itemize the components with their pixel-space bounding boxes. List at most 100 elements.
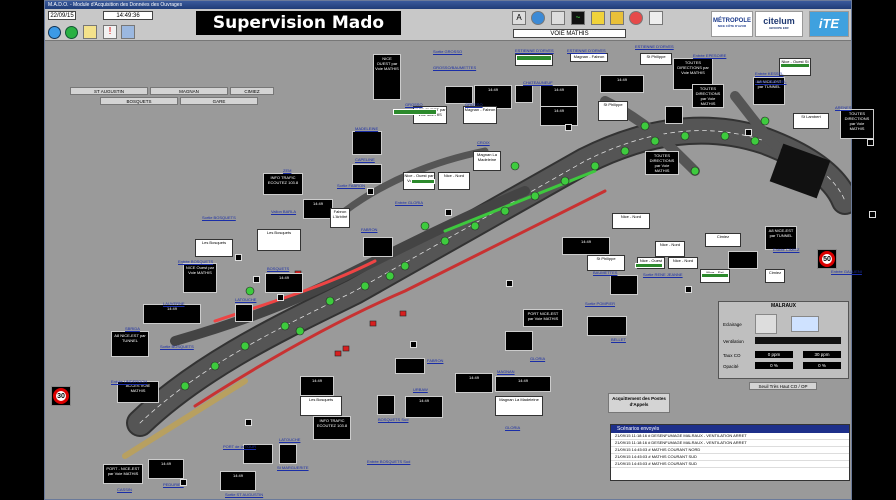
camera-icon[interactable] <box>445 209 452 216</box>
pmv-bosquets-sud[interactable] <box>377 395 395 415</box>
pmv-toutes-directions-3[interactable]: TOUTES DIRECTIONS par Voie MATHIS <box>692 84 724 108</box>
label-vallon-barla[interactable]: Vallon BARLA <box>271 209 297 214</box>
label-st-augustin[interactable]: Sortie ST AUGUSTIN <box>225 492 264 497</box>
label-gloria-2[interactable]: GLORIA <box>530 356 546 361</box>
refresh-icon[interactable] <box>48 26 61 39</box>
label-chateauneuf[interactable]: CHATEAUNEUF <box>523 80 553 85</box>
pmv-st-augustin[interactable]: 14:49 <box>220 471 256 491</box>
label-entree-gallieni[interactable]: Entrée GALLIENI <box>831 269 862 274</box>
pmv-pompier[interactable] <box>610 275 638 295</box>
nav-gare-button[interactable]: GARE <box>180 97 258 105</box>
label-estienne-1[interactable]: ESTIENNE D'ORVES <box>515 48 554 53</box>
label-entree-espeoire[interactable]: Entrée EPESOIRE <box>693 53 727 58</box>
label-sortie-bosquets-2[interactable]: Sortie BOSQUETS <box>160 344 194 349</box>
label-bosquets-sud[interactable]: BOSQUETS Sud <box>378 417 409 422</box>
label-grosso-2[interactable]: GROSSO <box>465 102 483 107</box>
label-bellet[interactable]: BELLET <box>611 337 626 342</box>
info-icon[interactable] <box>551 11 565 25</box>
acquittement-button[interactable]: Acquittement des Postes d'Appels <box>608 393 670 413</box>
up-arrow-icon[interactable] <box>65 26 78 39</box>
label-sortie-bosquets[interactable]: Sortie BOSQUETS <box>202 215 236 220</box>
sign-magnan-fabron[interactable]: Magnan - Fabron <box>570 53 608 62</box>
pmv-info-trafic-2[interactable]: INFO TRAFIC ECOUTEZ 103.8 <box>313 416 351 440</box>
pmv-magnan-low[interactable]: 14:49 <box>495 376 551 392</box>
sign-magnan-madeleine-2[interactable]: Magnan La Madeleine <box>495 396 543 416</box>
scenario-row[interactable]: 21/09/15 11:18:16 # DESENFUMAGE MALRAUX … <box>611 433 849 440</box>
sign-magnan-fabron-2[interactable]: Magnan - Fabron <box>463 106 497 124</box>
pmv-bosquets-sud-2[interactable]: 14:49 <box>405 396 443 418</box>
sign-nice-nord-3[interactable]: Nice - Nord <box>655 241 685 257</box>
label-entree-bosquets[interactable]: Entrée BOSQUETS <box>178 259 214 264</box>
pmv-a8-tunnel[interactable]: A8 NICE-EST par TUNNEL <box>753 77 785 105</box>
seuil-button[interactable]: Seuil Très Haut CO / OP <box>749 382 817 390</box>
label-arenes[interactable]: ARENES <box>835 105 852 110</box>
label-fabron-2[interactable]: FABRON <box>427 358 444 363</box>
label-latouche-2[interactable]: LATOUCHE <box>279 437 301 442</box>
pmv-cam-2[interactable] <box>665 106 683 124</box>
pmv-gloria[interactable] <box>505 331 533 351</box>
pmv-chateauneuf[interactable]: 14:49 <box>474 85 512 109</box>
label-sortie-fabron[interactable]: Sortie FABRON <box>337 183 366 188</box>
pmv-capeline[interactable] <box>352 164 382 184</box>
pmv-entree-cimiez[interactable] <box>728 251 758 269</box>
sign-magnan-madeleine[interactable]: Magnan La Madeleine <box>473 151 501 171</box>
label-lauverne[interactable]: LAUVERNE <box>163 301 185 306</box>
pmv-cassin[interactable]: PORT - NICE-EST par Voie MATHIS <box>103 464 143 484</box>
camera-icon[interactable] <box>565 124 572 131</box>
nav-st-augustin-button[interactable]: ST AUGUSTIN <box>70 87 148 95</box>
pmv-magnan[interactable]: 14:49 <box>540 85 578 109</box>
pmv-latouche-2[interactable] <box>279 444 297 464</box>
nav-magnan-button[interactable]: MAGNAN <box>150 87 228 95</box>
sign-les-bosquets-2[interactable]: Les Bosquets <box>257 229 301 251</box>
label-entree-tanchel[interactable]: Entrée TRACHEL <box>755 79 787 84</box>
pmv-port-nice-est[interactable]: PORT NICE-EST par Voie MATHIS <box>523 309 563 327</box>
camera-icon[interactable] <box>277 294 284 301</box>
camera-icon[interactable] <box>367 188 374 195</box>
sign-les-bosquets-3[interactable]: Les Bosquets <box>300 396 342 416</box>
pmv-magnan-2[interactable]: 14:49 <box>540 106 578 126</box>
pmv-bellet[interactable] <box>587 316 627 336</box>
label-croix[interactable]: CROIX <box>477 140 490 145</box>
pmv-fabron-b[interactable] <box>363 237 393 257</box>
pmv-grosso-2[interactable] <box>445 86 473 104</box>
pen-icon[interactable] <box>121 25 135 39</box>
pmv-acces[interactable]: ACCES VOIE MATHIS <box>117 381 159 403</box>
pmv-port-tour[interactable] <box>243 444 273 464</box>
label-entree-kessel[interactable]: Entrée KESSEL <box>755 71 784 76</box>
label-estienne-2[interactable]: ESTIENNE D'ORVES <box>567 48 606 53</box>
monitor-icon[interactable]: ~ <box>571 11 585 25</box>
label-st-marguerite[interactable]: St MARGUERITE <box>277 465 309 470</box>
label-urbaw[interactable]: URBAW <box>413 387 428 392</box>
label-zem[interactable]: ZEM <box>283 168 292 173</box>
scenario-row[interactable]: 21/09/15 14:45:03 # MATHIS COURANT SUD <box>611 461 849 468</box>
sign-nice-nord-4[interactable]: Nice - Nord <box>668 257 698 269</box>
label-gloria[interactable]: GLORIA <box>505 425 521 430</box>
label-latouche[interactable]: LATOUCHE <box>235 297 257 302</box>
pmv-grosso[interactable]: NICE OUEST par Voie MATHIS <box>373 54 401 100</box>
star-icon[interactable] <box>610 11 624 25</box>
sign-st-philippe-2[interactable]: St Philippe <box>598 101 628 121</box>
camera-icon[interactable] <box>235 254 242 261</box>
pmv-lauverne[interactable]: 14:49 <box>143 304 201 324</box>
label-port-tour[interactable]: PORT de la TOUR <box>223 444 257 449</box>
label-grosso-baumettes[interactable]: GROSSO/BAUMETTES <box>433 65 477 70</box>
cloud-icon[interactable] <box>791 316 819 332</box>
sign-cimiez-2[interactable]: Cimiez <box>765 269 785 283</box>
label-entree-undergoh[interactable]: Entrée UNDERGOH <box>111 379 148 384</box>
scenario-row[interactable]: 21/09/15 14:45:03 # MATHIS COURANT SUD <box>611 454 849 461</box>
sign-nice-nord-2[interactable]: Nice - Nord <box>612 213 650 229</box>
label-entree-cimiez[interactable]: Entrée CIMIEZ <box>773 247 800 252</box>
nav-bosquets-button[interactable]: BOSQUETS <box>100 97 178 105</box>
label-baumettes[interactable]: BAUMETTES <box>593 270 618 275</box>
stop-icon[interactable] <box>629 11 643 25</box>
camera-icon[interactable] <box>506 280 513 287</box>
pmv-cam-small[interactable] <box>515 85 533 103</box>
folder-icon[interactable] <box>591 11 605 25</box>
label-fabron[interactable]: FABRON <box>361 227 378 232</box>
pmv-sbrida[interactable]: A8 NICE-EST par TUNNEL <box>111 331 149 357</box>
pmv-bosquets-top[interactable]: 14:49 <box>265 273 303 293</box>
pmv-fabron-c[interactable] <box>395 358 425 374</box>
sign-st-philippe[interactable]: St Philippe <box>640 53 672 65</box>
pmv-nice-ouest[interactable]: NICE Ouest par Voie MATHIS <box>183 263 217 293</box>
scenario-row[interactable]: 21/09/15 14:45:03 # MATHIS COURANT NORD <box>611 447 849 454</box>
